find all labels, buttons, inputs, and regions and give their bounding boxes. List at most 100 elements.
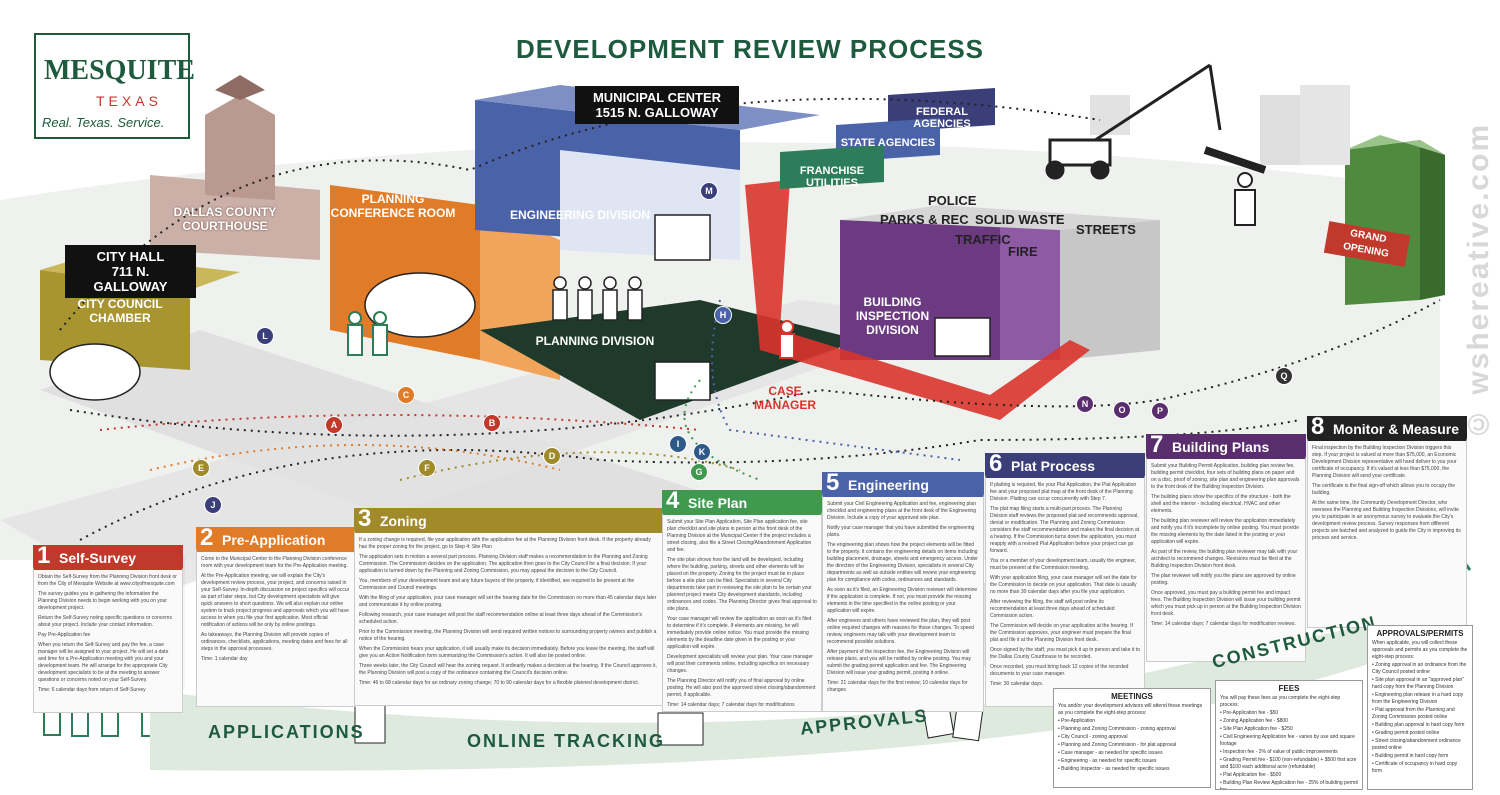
step-paragraph: After engineers and others have reviewed… — [827, 618, 974, 645]
list-item: • Plat Application fee - $500 — [1220, 772, 1282, 778]
step-number: 3 — [358, 505, 372, 532]
step-paragraph: Prior to the Commission meeting, the Pla… — [359, 629, 657, 642]
step-number: 1 — [37, 542, 51, 569]
list-item: • City Council - zoning approval — [1058, 734, 1128, 740]
step-paragraph: If a zoning change is required, file you… — [359, 537, 651, 550]
approvals-permits-box: APPROVALS/PERMITS When applicable, you w… — [1367, 625, 1473, 790]
step-paragraph: Time: 6 calendar days from return of Sel… — [38, 687, 146, 693]
step-title: Zoning — [380, 513, 427, 529]
step-paragraph: As part of the review, the building plan… — [1151, 549, 1298, 569]
step-paragraph: You or a member of your development team… — [990, 558, 1137, 571]
step-paragraph: Time: 14 calendar days; 7 calendar days … — [1151, 621, 1296, 627]
path-node-n: N — [1076, 395, 1094, 413]
step-paragraph: Time: 30 calendar days. — [990, 681, 1044, 687]
fees-intro: You will pay these fees as you complete … — [1220, 695, 1341, 708]
engineering-division-label: ENGINEERING DIVISION — [509, 208, 651, 222]
step-paragraph: Your case manager will review the applic… — [667, 616, 812, 650]
path-node-l: L — [256, 327, 274, 345]
logo-name: MESQUITE — [44, 55, 195, 86]
step-title: Plat Process — [1011, 458, 1096, 474]
meetings-title: MEETINGS — [1111, 692, 1153, 701]
step-paragraph: The building plan reviewer will review t… — [1151, 518, 1299, 545]
approvals-permits-intro: When applicable, you will collect these … — [1372, 640, 1468, 660]
path-node-c: C — [397, 386, 415, 404]
step-card-6: 6 Plat Process If platting is required, fi… — [985, 450, 1145, 707]
list-item: • Case manager - as needed for specific … — [1058, 750, 1163, 756]
worker-figure — [1234, 172, 1256, 226]
traffic-label: TRAFFIC — [955, 232, 1011, 247]
step-title: Pre-Application — [222, 532, 326, 548]
step-paragraph: Time: 14 calendar days; 7 calendar days … — [667, 702, 795, 708]
list-item: • Planning and Zoning Commission - zonin… — [1058, 726, 1176, 732]
parks-label: PARKS & REC — [880, 212, 969, 227]
list-item: • Pre-Application fee - $50 — [1220, 710, 1279, 716]
city-council-label: CITY COUNCIL CHAMBER — [77, 297, 163, 325]
state-agencies-label: STATE AGENCIES — [840, 137, 936, 149]
path-node-g: G — [690, 463, 708, 481]
step-paragraph: Pay Pre-Application fee — [38, 632, 91, 638]
step-paragraph: If platting is required, file your Plat … — [990, 482, 1137, 502]
step-paragraph: Return the Self-Survey noting specific q… — [38, 615, 172, 628]
step-paragraph: Development specialists will review your… — [667, 654, 813, 674]
grand-opening-building — [1345, 135, 1445, 305]
step-number: 8 — [1311, 413, 1325, 440]
list-item: • Building Plan Review Application fee -… — [1220, 780, 1358, 790]
step-paragraph: The site plan shows how the land will be… — [667, 557, 817, 612]
step-title: Monitor & Measure — [1333, 421, 1460, 437]
list-item: • Site Plan Application fee - $250 — [1220, 726, 1293, 732]
step-paragraph: The building plans show the specifics of… — [1151, 494, 1291, 514]
list-item: • Zoning Application fee - $800 — [1220, 718, 1288, 724]
mesquite-logo: MESQUITE TEXAS Real. Texas. Service. — [34, 33, 195, 139]
list-item: • Pre-Application — [1058, 718, 1096, 724]
step-paragraph: The survey guides you in gathering the i… — [38, 591, 167, 611]
step-body: Submit your Building Permit Application,… — [1146, 456, 1306, 662]
step-paragraph: You, members of your development team an… — [359, 578, 635, 591]
meetings-list: • Pre-Application • Planning and Zoning C… — [1058, 718, 1206, 773]
step-body: Submit your Civil Engineering Applicatio… — [822, 494, 984, 712]
step-paragraph: Submit your Civil Engineering Applicatio… — [827, 501, 976, 521]
path-node-d: D — [543, 447, 561, 465]
list-item: • Building Inspector - as needed for spe… — [1058, 766, 1170, 772]
list-item: • Civil Engineering Application fee - va… — [1220, 734, 1355, 747]
step-number: 4 — [666, 487, 680, 514]
step-number: 6 — [989, 450, 1003, 477]
approvals-permits-list: • Zoning approval in an ordinance from t… — [1372, 662, 1468, 775]
step-paragraph: The application sets in motion a several… — [359, 554, 648, 574]
step-body: If a zoning change is required, file you… — [354, 530, 664, 706]
planning-conference-label: PLANNING CONFERENCE ROOM — [330, 192, 456, 220]
streets-label: STREETS — [1076, 222, 1136, 237]
step-paragraph: The Commission will decide on your appli… — [990, 623, 1133, 643]
step-paragraph: The certificate is the final sign-off wh… — [1312, 483, 1456, 496]
list-item: • Plat approval from the Planning and Zo… — [1372, 707, 1455, 720]
step-header: 6 Plat Process — [985, 450, 1145, 477]
path-node-j: J — [204, 496, 222, 514]
building-inspection-label: BUILDING INSPECTION DIVISION — [855, 295, 930, 337]
step-paragraph: Three weeks later, the City Council will… — [359, 663, 657, 676]
step-paragraph: After payment of the inspection fee, the… — [827, 649, 971, 676]
step-paragraph: Time: 21 calendar days for the first rev… — [827, 680, 968, 693]
watermark: © wshereative.com — [1462, 122, 1495, 440]
fees-list: • Pre-Application fee - $50 • Zoning Appl… — [1220, 710, 1358, 790]
step-paragraph: The plat map filing starts a multi-part … — [990, 506, 1140, 554]
step-body: Final inspection by the Building Inspect… — [1307, 438, 1467, 628]
list-item: • Site plan approval in an "approved pla… — [1372, 677, 1465, 690]
step-paragraph: Once approved, you must pay a building p… — [1151, 590, 1301, 617]
dallas-county-label: DALLAS COUNTY COURTHOUSE — [173, 205, 277, 233]
applications-banner: APPLICATIONS — [208, 722, 365, 742]
step-paragraph: Time: 1 calendar day — [201, 656, 248, 662]
step-number: 7 — [1150, 431, 1164, 458]
path-node-e: E — [192, 459, 210, 477]
people-groups — [49, 214, 991, 401]
step-paragraph: As soon as it's filed, an Engineering Di… — [827, 587, 978, 614]
step-header: 2 Pre-Application — [196, 524, 356, 551]
step-card-3: 3 Zoning If a zoning change is required, f… — [354, 505, 664, 706]
step-number: 2 — [200, 524, 214, 551]
path-node-k: K — [693, 443, 711, 461]
